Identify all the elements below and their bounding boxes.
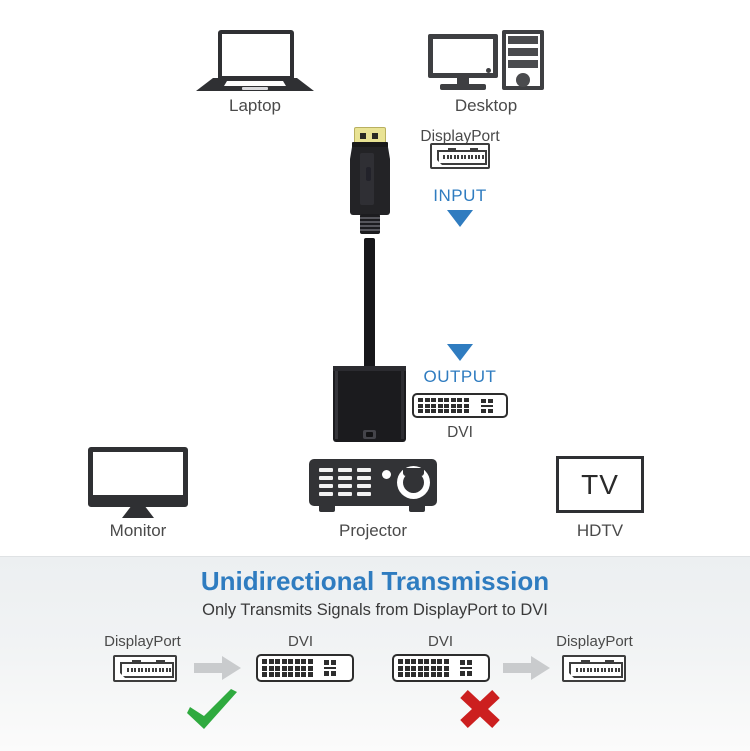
projector-label: Projector (338, 521, 408, 540)
displayport-socket-icon-blocked (562, 655, 626, 682)
laptop-label: Laptop (229, 96, 281, 115)
laptop-icon (196, 30, 314, 92)
dvi-socket-icon-allowed (256, 654, 354, 682)
triangle-down-icon-input (447, 210, 473, 227)
input-port-label: DisplayPort (420, 128, 500, 145)
blocked-to-label: DisplayPort (556, 633, 633, 650)
projector-icon (309, 459, 437, 515)
monitor-icon (88, 447, 188, 519)
triangle-down-icon-output (447, 344, 473, 361)
displayport-socket-icon (430, 143, 490, 169)
unidirectional-banner: Unidirectional Transmission Only Transmi… (0, 556, 750, 751)
cross-icon (457, 688, 503, 730)
arrow-right-icon-blocked (503, 655, 551, 681)
arrow-right-icon-allowed (194, 655, 242, 681)
allowed-to-label: DVI (287, 633, 313, 650)
hdtv-label: HDTV (576, 521, 624, 540)
displayport-socket-icon-allowed (113, 655, 177, 682)
tv-icon: TV (556, 456, 644, 513)
dvi-socket-icon-blocked (392, 654, 490, 682)
desktop-label: Desktop (454, 96, 518, 115)
check-icon (186, 688, 238, 730)
input-direction-label: INPUT (433, 186, 487, 205)
adapter-body (333, 366, 406, 442)
dvi-socket-icon (412, 393, 508, 418)
output-direction-label: OUTPUT (423, 367, 497, 386)
banner-subline: Only Transmits Signals from DisplayPort … (202, 601, 548, 619)
adapter-cable (364, 238, 375, 370)
blocked-from-label: DVI (427, 633, 453, 650)
output-port-label: DVI (447, 424, 473, 441)
desktop-computer-icon (428, 30, 544, 92)
tv-screen-text: TV (581, 468, 619, 500)
adapter-displayport-plug (348, 127, 392, 242)
monitor-label: Monitor (109, 521, 167, 540)
allowed-from-label: DisplayPort (104, 633, 181, 650)
banner-headline: Unidirectional Transmission (200, 566, 550, 596)
